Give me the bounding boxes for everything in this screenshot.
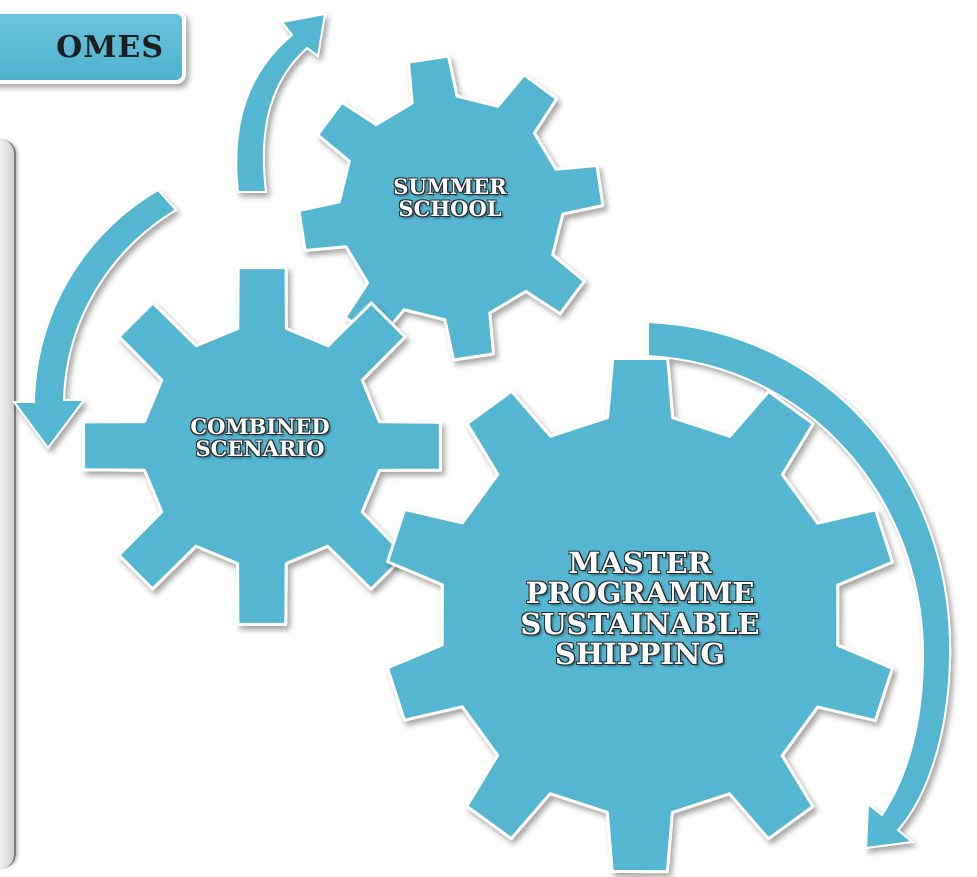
gear-combined-scenario: [82, 266, 442, 626]
gear-label-line: SHIPPING: [554, 637, 726, 672]
side-panel: [0, 140, 16, 868]
cycle-arrow-right-icon: [647, 320, 952, 850]
title-tab: OMES: [0, 10, 186, 84]
title-text: OMES: [56, 29, 164, 65]
gear-label-combined-scenario: COMBINED SCENARIO: [175, 414, 345, 462]
gear-label-line: PROGRAMME: [525, 576, 755, 611]
gear-master-programme: [386, 356, 894, 874]
gear-label-line: SUSTAINABLE: [520, 606, 760, 641]
gear-label-line: SCHOOL: [398, 196, 502, 222]
gear-label-line: SCENARIO: [195, 436, 325, 462]
gear-label-summer-school: SUMMER SCHOOL: [370, 174, 530, 222]
gear-summer-school: [297, 54, 605, 362]
cycle-arrow-top-icon: [235, 12, 327, 193]
gear-label-line: COMBINED: [190, 414, 330, 439]
gear-label-line: SUMMER: [393, 174, 507, 199]
cycle-arrow-left-icon: [12, 188, 178, 450]
gear-label-line: MASTER: [568, 546, 712, 580]
gear-label-master-programme: MASTER PROGRAMME SUSTAINABLE SHIPPING: [510, 548, 770, 670]
